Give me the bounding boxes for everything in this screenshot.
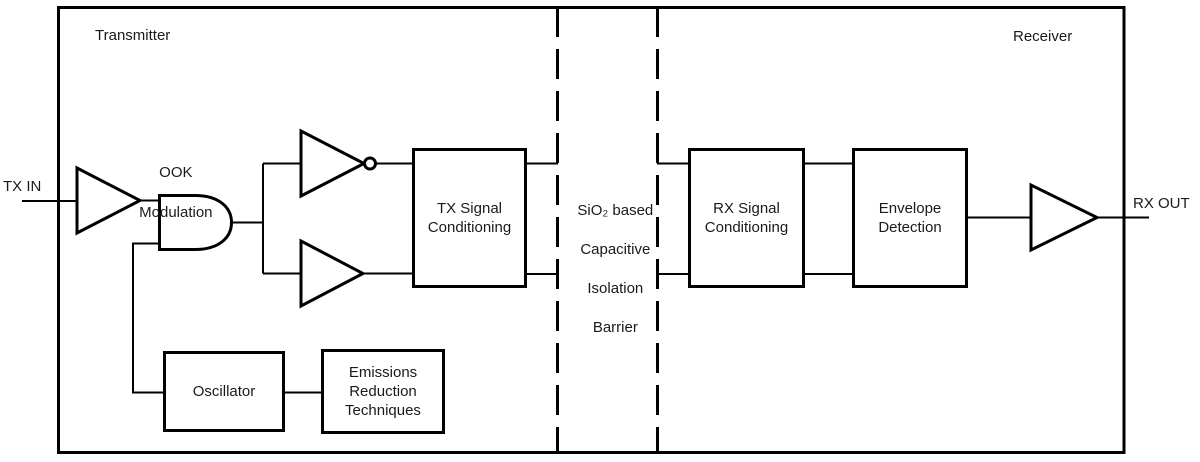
emissions-line1: Emissions [348,364,418,381]
block-oscillator: Oscillator [163,351,285,432]
wires [22,162,1149,394]
oscillator-line1: Oscillator [192,383,256,400]
logic-gates [75,128,1101,309]
inverter-bubble [363,156,377,171]
inverter-gate [299,128,368,199]
rx-signal-line1: RX Signal [713,200,780,217]
buffer-gate [299,238,367,309]
isolation-barrier-lines [556,7,659,452]
tx-signal-line2: Conditioning [427,219,512,236]
emissions-line3: Techniques [345,402,421,419]
block-tx-signal-conditioning: TX Signal Conditioning [412,148,527,288]
envelope-line1: Envelope [878,200,942,217]
barrier-line4: Barrier [592,318,638,336]
block-emissions-reduction: Emissions Reduction Techniques [321,349,445,434]
emissions-line2: Reduction [349,383,417,400]
wire-oscillator-feedback [132,242,164,394]
chip-boundary [57,6,1126,454]
receiver-region-label: Receiver [1013,28,1073,45]
barrier-line2: Capacitive [580,240,651,258]
ook-modulation-line1: OOK [159,164,193,181]
tx-in-port-label: TX IN [3,178,42,195]
ook-modulation-label: OOK Modulation [120,143,215,243]
rx-signal-line2: Conditioning [704,219,789,236]
transmitter-region-label: Transmitter [95,27,171,44]
barrier-line1: SiO₂ based [577,201,654,219]
tx-signal-line1: TX Signal [436,200,503,217]
ook-modulation-line2: Modulation [139,204,213,221]
block-rx-signal-conditioning: RX Signal Conditioning [688,148,805,288]
and-gate [158,194,234,251]
tx-input-buffer-gate [75,165,144,236]
rx-out-port-label: RX OUT [1133,195,1190,212]
isolation-barrier-label: SiO₂ based Capacitive Isolation Barrier [557,181,657,357]
barrier-line3: Isolation [587,279,644,297]
rx-output-buffer-gate [1029,182,1101,253]
envelope-line2: Detection [878,219,942,236]
block-envelope-detection: Envelope Detection [852,148,968,288]
